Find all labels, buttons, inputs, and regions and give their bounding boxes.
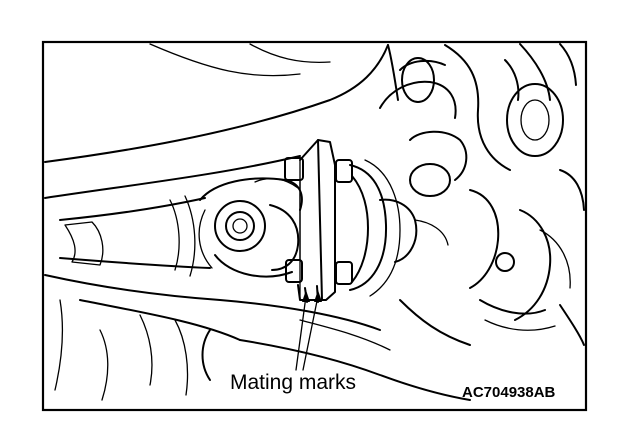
mating-marks-leader-lines [295,290,322,371]
drawing-body [44,43,585,401]
mating-marks-label: Mating marks [230,371,356,394]
figure-code: AC704938AB [462,384,556,401]
figure-frame [41,40,588,412]
